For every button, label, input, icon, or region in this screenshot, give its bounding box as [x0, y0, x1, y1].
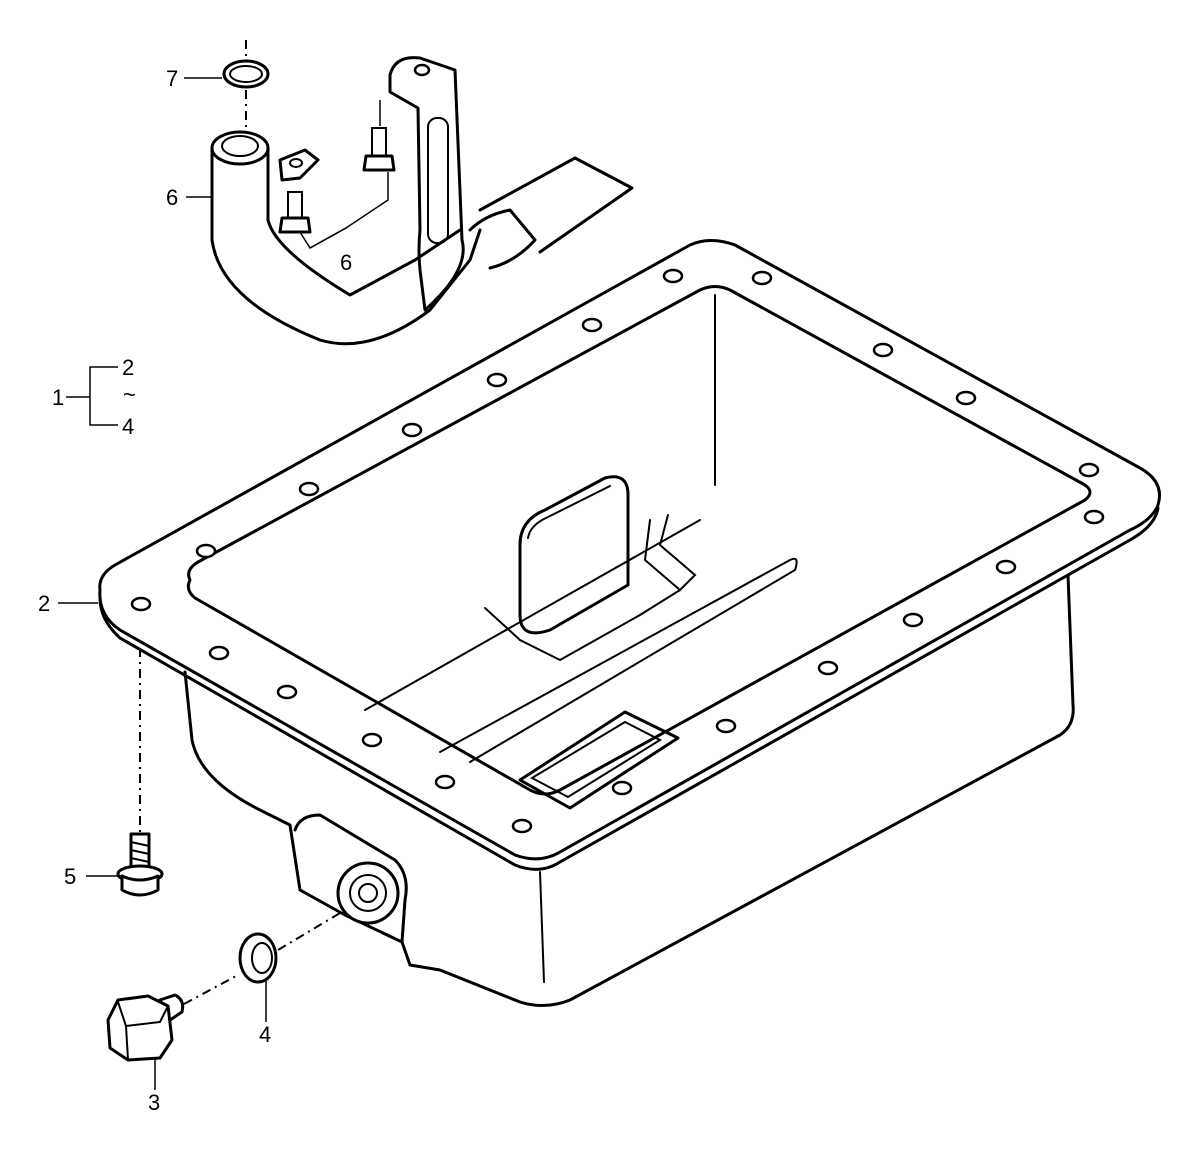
strainer-bolt — [278, 191, 312, 234]
callout-5: 5 — [64, 864, 76, 889]
callout-3: 3 — [148, 1090, 160, 1115]
callout-6-pipe: 6 — [166, 185, 178, 210]
callout-labels: 7 6 6 1 2 ~ 4 2 5 4 3 — [38, 66, 352, 1115]
flange-bolt-holes — [130, 268, 1105, 834]
pan-mounting-bolt — [116, 648, 164, 897]
drain-plug-washer — [238, 909, 346, 984]
callout-1-range-start: 2 — [122, 355, 134, 380]
o-ring — [222, 40, 270, 128]
callout-2: 2 — [38, 591, 50, 616]
callout-4: 4 — [259, 1022, 271, 1047]
callout-leaders — [58, 77, 267, 1090]
callout-1-range-tilde: ~ — [123, 382, 136, 407]
callout-1: 1 — [52, 385, 64, 410]
callout-6-bolts: 6 — [340, 250, 352, 275]
callout-7: 7 — [166, 66, 178, 91]
strainer-bolt — [362, 100, 396, 172]
oil-strainer-pipe — [210, 56, 634, 346]
drain-plug — [106, 974, 239, 1062]
callout-1-range-end: 4 — [122, 414, 134, 439]
oil-pan — [98, 239, 1161, 1007]
